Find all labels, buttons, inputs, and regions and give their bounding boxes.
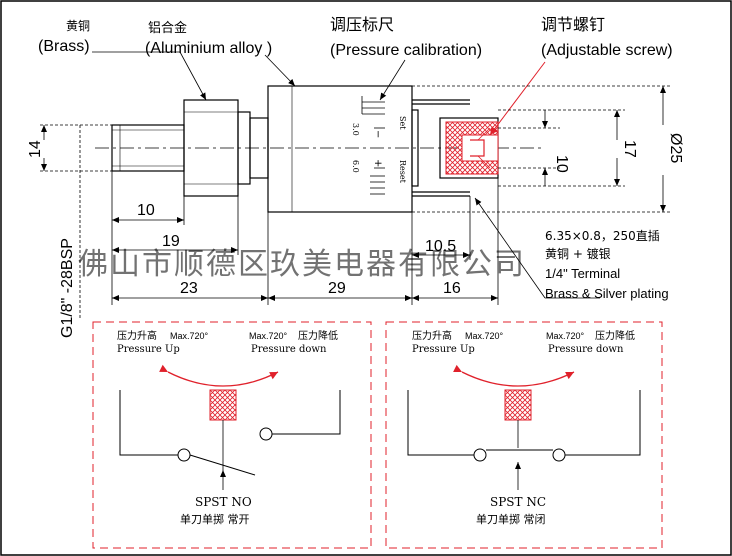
watermark: 佛山市顺德区玖美电器有限公司 bbox=[78, 247, 526, 282]
aluminium-en-label: (Aluminium alloy ) bbox=[145, 40, 272, 57]
terminal-line1: 6.35×0.8，250直插 bbox=[545, 229, 660, 243]
scale-plus-label: + bbox=[372, 159, 383, 167]
dim-25: Ø25 bbox=[667, 133, 684, 163]
dim-16: 16 bbox=[443, 280, 461, 297]
dim-10-right: 10 bbox=[553, 155, 570, 173]
nc-down-en: Pressure down bbox=[548, 344, 624, 355]
no-down-cn: 压力降低 bbox=[298, 329, 338, 342]
dimension-lines bbox=[40, 85, 670, 320]
adj-screw-cn-label: 调节螺钉 bbox=[541, 15, 605, 34]
dim-29: 29 bbox=[328, 280, 346, 297]
thread-label: G1/8" -28BSP bbox=[59, 238, 76, 338]
switch-nc-panel bbox=[385, 321, 663, 549]
adjustable-screw-detail bbox=[445, 121, 499, 175]
no-down-en: Pressure down bbox=[251, 344, 327, 355]
screw-leader bbox=[489, 61, 546, 136]
dim-19: 19 bbox=[162, 233, 180, 250]
terminal-line4: Brass & Silver plating bbox=[545, 286, 669, 301]
adj-screw-en-label: (Adjustable screw) bbox=[541, 42, 673, 59]
no-up-en: Pressure Up bbox=[117, 344, 180, 355]
scale-reset-label: Reset bbox=[398, 160, 407, 184]
brass-en-label: (Brass) bbox=[38, 38, 90, 55]
dim-23: 23 bbox=[180, 280, 198, 297]
scale-60-label: 6.0 bbox=[351, 160, 360, 173]
nc-type: SPST NC bbox=[490, 495, 546, 509]
nc-down-max: Max.720° bbox=[546, 331, 585, 341]
no-up-max: Max.720° bbox=[170, 331, 209, 341]
no-up-cn: 压力升高 bbox=[117, 329, 157, 342]
brass-cn-label: 黄铜 bbox=[66, 18, 90, 33]
no-type: SPST NO bbox=[195, 495, 252, 509]
pressure-cal-cn-label: 调压标尺 bbox=[330, 15, 394, 34]
pressure-scale bbox=[361, 96, 385, 195]
nc-down-cn: 压力降低 bbox=[595, 329, 635, 342]
terminal-line3: 1/4" Terminal bbox=[545, 266, 620, 281]
no-type-cn: 单刀单掷 常开 bbox=[180, 512, 250, 526]
nc-up-max: Max.720° bbox=[465, 331, 504, 341]
dim-14: 14 bbox=[27, 140, 44, 158]
terminal-line2: 黄铜 + 镀银 bbox=[545, 246, 611, 261]
switch-no-panel bbox=[92, 321, 372, 549]
no-down-max: Max.720° bbox=[249, 331, 288, 341]
nc-type-cn: 单刀单掷 常闭 bbox=[476, 512, 546, 526]
nc-up-cn: 压力升高 bbox=[412, 329, 452, 342]
dim-10-5: 10.5 bbox=[425, 238, 456, 255]
dim-17: 17 bbox=[621, 140, 638, 158]
scale-minus-label: − bbox=[372, 130, 383, 138]
scale-30-label: 3.0 bbox=[351, 123, 360, 136]
label-leaders bbox=[92, 51, 406, 101]
dim-10-left: 10 bbox=[137, 202, 155, 219]
scale-set-label: Set bbox=[398, 116, 407, 130]
aluminium-cn-label: 铝合金 bbox=[148, 20, 187, 36]
nc-up-en: Pressure Up bbox=[412, 344, 475, 355]
pressure-cal-en-label: (Pressure calibration) bbox=[330, 42, 482, 59]
